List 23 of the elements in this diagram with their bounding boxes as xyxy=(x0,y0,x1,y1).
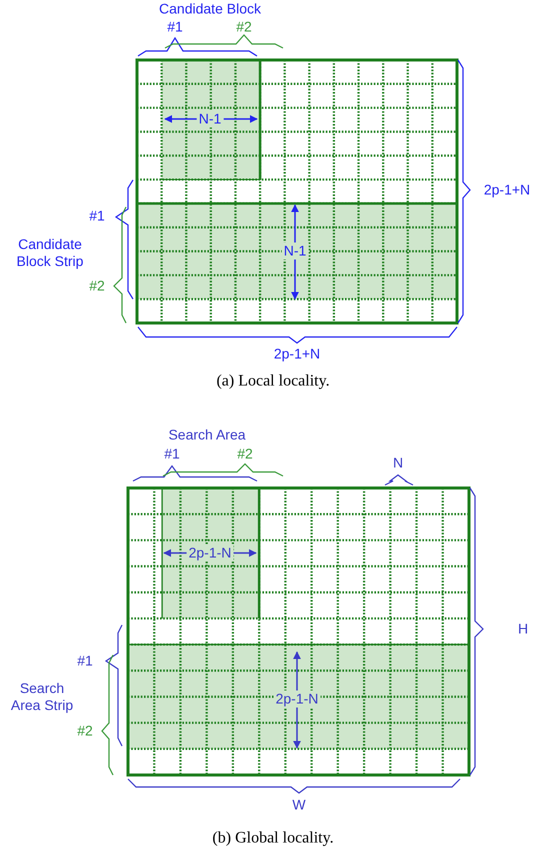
brace-label: Candidate Block xyxy=(159,0,261,18)
brace-label: Candidate Block Strip xyxy=(16,236,84,270)
caption: (b) Global locality. xyxy=(212,830,334,846)
brace-label: #1 xyxy=(77,652,93,670)
brace-label: #2 xyxy=(237,446,253,462)
brace-label: Search Area Strip xyxy=(10,680,74,714)
dimension-label: 2p-1+N xyxy=(484,182,530,198)
brace-label: #1 xyxy=(167,18,183,36)
dimension-label: 2p-1+N xyxy=(274,346,320,362)
brace-label: #2 xyxy=(77,722,93,740)
dimension-label: H xyxy=(518,620,528,638)
brace-label: #2 xyxy=(236,18,252,36)
brace-label: #2 xyxy=(89,278,105,294)
dimension-label: 2p-1-N xyxy=(186,544,234,562)
dimension-label: N-1 xyxy=(196,110,224,128)
brace-label: #1 xyxy=(164,446,180,462)
brace-label: Search Area xyxy=(168,426,246,444)
dimension-label: 2p-1-N xyxy=(274,690,320,708)
brace-label: #1 xyxy=(89,208,105,224)
dimension-label: N-1 xyxy=(282,242,308,260)
caption: (a) Local locality. xyxy=(216,372,330,390)
dimension-label: N xyxy=(392,454,404,472)
dimension-label: W xyxy=(292,796,306,814)
